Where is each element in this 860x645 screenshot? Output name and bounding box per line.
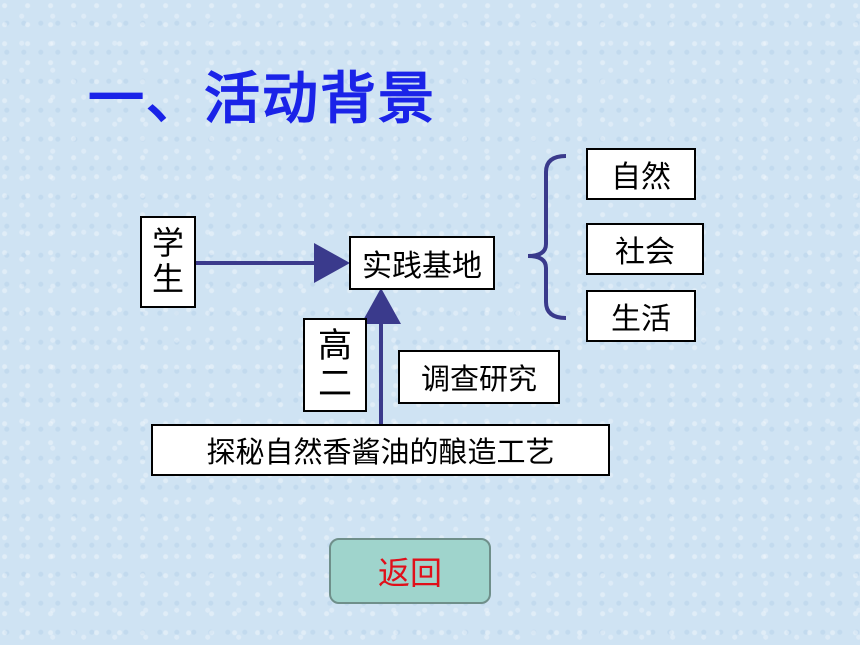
method-box: 调查研究 [398, 350, 560, 404]
back-button[interactable]: 返回 [329, 538, 491, 604]
topic-box: 探秘自然香酱油的酿造工艺 [151, 424, 610, 476]
branch-society-box: 社会 [586, 223, 704, 275]
student-label-1: 学 [151, 224, 184, 263]
branch-nature-box: 自然 [586, 148, 696, 200]
branch-brace [527, 154, 567, 320]
student-label-2: 生 [151, 260, 184, 298]
branch-life-box: 生活 [586, 290, 696, 342]
grade-label-1: 高 [318, 325, 352, 366]
grade-label-2: 二 [318, 364, 352, 404]
practice-base-box: 实践基地 [349, 236, 495, 290]
slide-title: 一、活动背景 [88, 67, 436, 132]
student-box: 学 生 [140, 216, 196, 308]
grade-box: 高 二 [303, 318, 367, 412]
